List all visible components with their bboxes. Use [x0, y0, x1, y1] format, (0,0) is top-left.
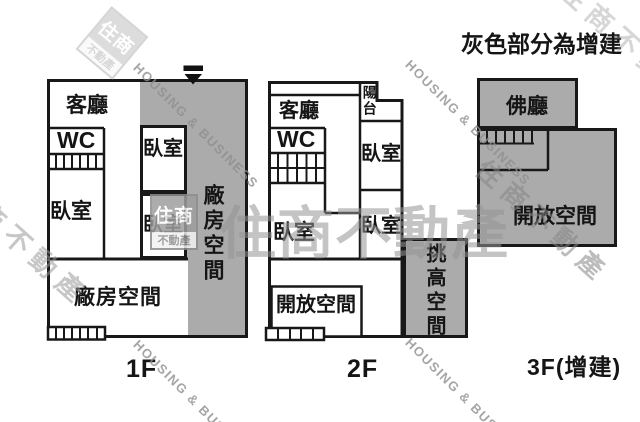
1f-stair-hatch — [55, 154, 97, 169]
1f-floor-label: 1F — [126, 355, 158, 383]
3f-floor-label: 3F(增建) — [527, 354, 622, 380]
3f-open-space-label: 開放空間 — [513, 205, 597, 228]
1f-wc-label: WC — [57, 127, 96, 153]
1f-living-label: 客廳 — [66, 94, 108, 117]
2f-wc-label: WC — [277, 126, 316, 152]
entrance-marker-icon — [183, 65, 203, 85]
3f-stair-hatch — [478, 129, 534, 145]
2f-floor-label: 2F — [347, 355, 379, 383]
3f-buddha-hall-label: 佛廳 — [506, 95, 548, 118]
3f-addition-note: 灰色部分為增建 — [461, 31, 622, 57]
3f-stair-walls — [478, 129, 550, 172]
1f-bedroom-mid-lower-label: 臥室 — [143, 214, 183, 236]
floorplan-3f — [477, 78, 617, 247]
2f-high-ceiling-label: 挑高空間 — [423, 243, 445, 339]
2f-bedroom-top-right-label: 臥室 — [361, 143, 401, 165]
1f-bedroom-mid-upper-label: 臥室 — [143, 138, 183, 160]
1f-window-hatch — [46, 325, 107, 341]
1f-bedroom-mid-upper-room — [140, 125, 187, 193]
3f-buddha-hall-room — [477, 78, 578, 129]
1f-outer-wall — [47, 79, 248, 338]
2f-stair-hatch — [269, 153, 325, 183]
2f-open-space-label: 開放空間 — [276, 294, 356, 316]
floorplan-2f — [264, 81, 468, 342]
2f-window-hatch — [264, 326, 326, 342]
2f-bedroom-mid-right-label: 臥室 — [361, 215, 401, 237]
1f-factory-bottom-label: 廠房空間 — [74, 286, 162, 309]
1f-bedroom-left-label: 臥室 — [50, 200, 92, 223]
2f-high-ceiling-gray-area — [403, 238, 468, 338]
2f-balcony-label: 陽台 — [361, 85, 378, 117]
2f-bedroom-bottom-left-label: 臥室 — [273, 221, 315, 244]
1f-factory-right-label: 廠房空間 — [201, 184, 225, 284]
1f-wc-stair-walls — [48, 126, 106, 259]
2f-living-label: 客廳 — [279, 100, 319, 122]
